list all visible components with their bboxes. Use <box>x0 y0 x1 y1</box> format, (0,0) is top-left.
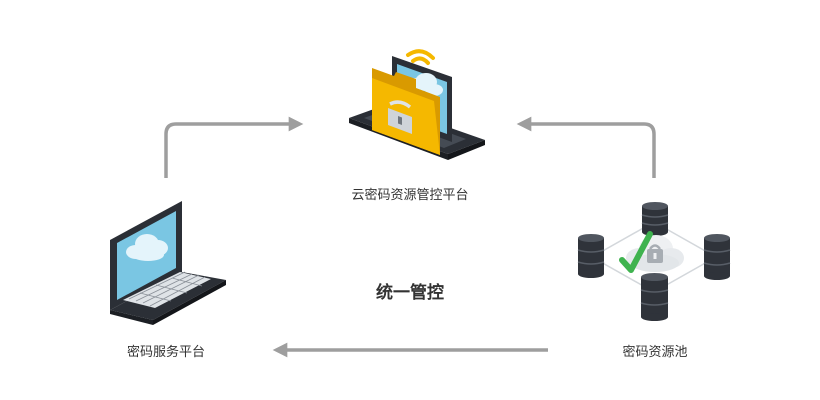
database-icon <box>640 273 669 321</box>
unified-control-label: 统一管控 <box>376 283 444 303</box>
database-cloud-check-icon <box>577 202 731 321</box>
database-icon <box>703 234 731 280</box>
arrows <box>164 116 656 358</box>
laptop-cloud-icon <box>110 201 226 325</box>
database-icon <box>577 234 605 278</box>
arrow-pool-to-management <box>516 116 656 178</box>
arrow-service-to-management <box>164 116 304 178</box>
service-platform-label: 密码服务平台 <box>126 345 205 360</box>
resource-pool-label: 密码资源池 <box>622 345 688 360</box>
laptop-folder-lock-icon <box>349 49 485 160</box>
management-platform-label: 云密码资源管控平台 <box>351 188 469 203</box>
check-icon <box>619 231 653 273</box>
database-icon <box>641 202 669 236</box>
